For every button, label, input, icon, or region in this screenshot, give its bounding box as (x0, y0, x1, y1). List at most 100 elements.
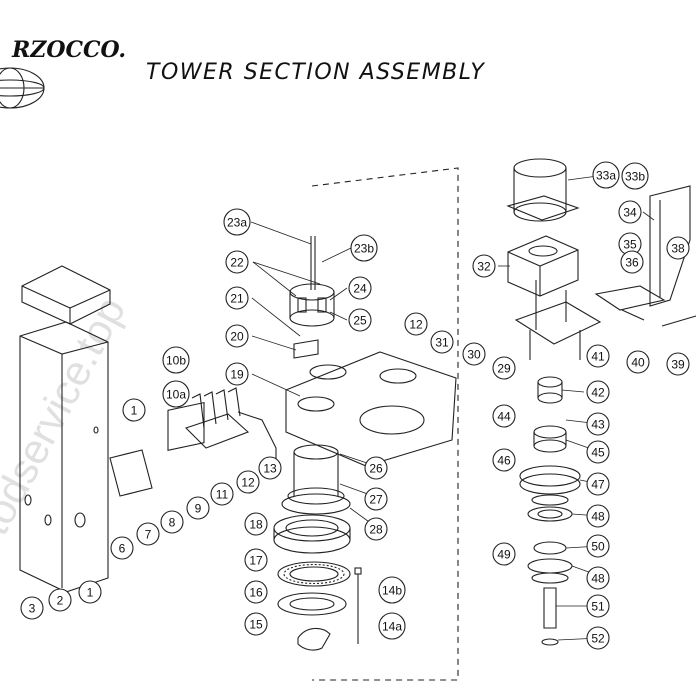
callout-balloon (586, 472, 610, 496)
callout-25: 25 (348, 308, 372, 332)
callout-balloon (620, 250, 644, 274)
callout-label: 18 (249, 518, 263, 532)
callout-35: 35 (618, 232, 642, 256)
callout-balloon (162, 380, 190, 408)
callout-17: 17 (244, 548, 268, 572)
callout-26: 26 (364, 456, 388, 480)
callout-balloon (20, 596, 44, 620)
callout-44: 44 (492, 404, 516, 428)
callout-label: 3 (29, 602, 36, 616)
base-plate-part (285, 351, 457, 467)
callout-36: 36 (620, 250, 644, 274)
callout-balloon (626, 350, 650, 374)
callout-balloon (378, 612, 406, 640)
callout-34: 34 (618, 200, 642, 224)
callout-label: 27 (369, 493, 383, 507)
callout-balloon (78, 580, 102, 604)
callout-50: 50 (586, 534, 610, 558)
callout-balloon (430, 330, 454, 354)
callout-30: 30 (462, 342, 486, 366)
callout-48a: 48 (586, 504, 610, 528)
callout-label: 30 (467, 348, 481, 362)
callout-balloon (210, 482, 234, 506)
callout-13: 13 (258, 456, 282, 480)
callout-label: 49 (497, 548, 511, 562)
callout-balloon (492, 404, 516, 428)
callout-balloon (258, 456, 282, 480)
callout-label: 41 (591, 350, 605, 364)
callout-balloon (225, 362, 249, 386)
callout-label: 13 (263, 462, 277, 476)
callout-label: 14b (382, 584, 402, 598)
circuit-board-part (167, 387, 250, 451)
tower-body-part (287, 444, 345, 505)
callout-balloon (472, 254, 496, 278)
callout-10a: 10a (162, 380, 190, 408)
callout-balloon (225, 324, 249, 348)
callout-9: 9 (186, 496, 210, 520)
callout-8: 8 (160, 510, 184, 534)
callout-label: 48 (591, 572, 605, 586)
callout-28: 28 (364, 517, 388, 541)
callout-balloon (666, 352, 690, 376)
callout-15: 15 (244, 612, 268, 636)
callout-balloon (186, 496, 210, 520)
callout-label: 21 (230, 292, 244, 306)
callout-33b: 33b (621, 162, 649, 190)
callout-43: 43 (586, 412, 610, 436)
callout-27: 27 (364, 487, 388, 511)
callout-40: 40 (626, 350, 650, 374)
callout-balloon (586, 566, 610, 590)
callout-label: 1 (131, 404, 138, 418)
callout-label: 20 (230, 330, 244, 344)
callout-12b: 12 (404, 312, 428, 336)
callout-label: 44 (497, 410, 511, 424)
callout-balloon (223, 208, 251, 236)
callout-balloon (586, 594, 610, 618)
callout-16: 16 (244, 580, 268, 604)
callout-balloon (244, 512, 268, 536)
callout-1b: 1 (78, 580, 102, 604)
callout-balloon (492, 448, 516, 472)
callout-balloon (244, 548, 268, 572)
callout-label: 19 (230, 368, 244, 382)
callout-label: 14a (382, 620, 402, 634)
callout-balloon (378, 576, 406, 604)
callout-label: 23b (354, 242, 374, 256)
callout-balloon (244, 612, 268, 636)
callout-label: 11 (216, 488, 229, 502)
callout-label: 23a (227, 216, 247, 230)
callout-balloon (586, 504, 610, 528)
callout-balloon (586, 626, 610, 650)
callout-41: 41 (586, 344, 610, 368)
callout-label: 9 (195, 502, 202, 516)
collar-part (289, 283, 335, 327)
callout-12a: 12 (236, 470, 260, 494)
callout-18: 18 (244, 512, 268, 536)
callout-51: 51 (586, 594, 610, 618)
callout-balloon (586, 412, 610, 436)
callout-3: 3 (20, 596, 44, 620)
callout-label: 51 (591, 600, 605, 614)
gear-block-part (507, 235, 579, 297)
callout-label: 35 (623, 238, 637, 252)
callout-23a: 23a (223, 208, 251, 236)
callout-20: 20 (225, 324, 249, 348)
callout-label: 40 (631, 356, 645, 370)
callout-label: 42 (591, 386, 605, 400)
callout-label: 34 (623, 206, 637, 220)
callout-balloon (586, 440, 610, 464)
callout-balloon (404, 312, 428, 336)
callout-31: 31 (430, 330, 454, 354)
callout-balloon (364, 456, 388, 480)
callout-balloon (122, 398, 146, 422)
callout-label: 31 (435, 336, 449, 350)
drive-stack-part (519, 376, 581, 646)
callout-label: 36 (625, 256, 639, 270)
callout-label: 6 (119, 542, 126, 556)
callout-42: 42 (586, 380, 610, 404)
callout-label: 33a (596, 169, 616, 183)
callout-balloon (48, 588, 72, 612)
callout-22: 22 (225, 250, 249, 274)
callout-38: 38 (666, 236, 690, 260)
